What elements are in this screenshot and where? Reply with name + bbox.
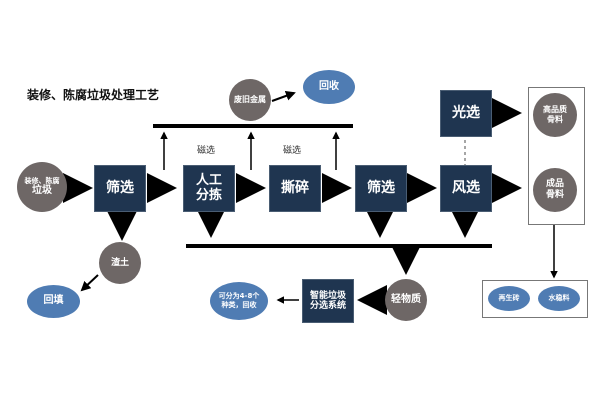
finished-aggregate-node: 成品 骨料: [533, 168, 577, 212]
optical-sort-box: 光选: [441, 91, 491, 136]
metal-collect-bar: [153, 124, 353, 128]
magnetic-label-1: 磁选: [197, 146, 216, 156]
smart-sort-box: 智能垃圾 分选系统: [303, 280, 353, 322]
flow-arrows: [63, 98, 522, 315]
finished-line2: 骨料: [545, 190, 564, 200]
manual-sort-line1: 人工: [195, 172, 222, 188]
residue-soil-node: 渣土: [99, 242, 141, 284]
high-quality-line2: 骨料: [547, 115, 563, 124]
screen2-box: 筛选: [356, 166, 406, 211]
stabilized-material-node: 水稳料: [538, 286, 580, 311]
recycled-brick-node: 再生砖: [488, 286, 530, 311]
input-line2: 垃圾: [32, 185, 52, 197]
finished-line1: 成品: [545, 179, 564, 190]
screen1-label: 筛选: [106, 180, 134, 197]
light-collect-bar: [186, 244, 492, 248]
screen2-label: 筛选: [367, 180, 395, 197]
scrap-metal-node: 废旧金属: [229, 79, 271, 121]
scrap-metal-label: 废旧金属: [234, 95, 266, 105]
residue-soil-label: 渣土: [110, 257, 129, 268]
shred-label: 撕碎: [281, 180, 309, 197]
stabilized-material-label: 水稳料: [548, 294, 570, 303]
screen1-box: 筛选: [95, 166, 145, 211]
arrow-soil-to-backfill: [80, 274, 99, 292]
recycle-node: 回收: [303, 70, 355, 104]
arrow-metal-to-recycle: [271, 91, 296, 102]
recycled-brick-label: 再生砖: [498, 294, 520, 303]
wind-sort-label: 风选: [452, 180, 480, 197]
shred-box: 撕碎: [270, 166, 320, 211]
high-quality-aggregate-node: 高品质 骨料: [533, 93, 577, 137]
backfill-node: 回填: [27, 285, 80, 318]
magnetic-label-2: 磁选: [283, 146, 302, 156]
manual-sort-box: 人工 分拣: [184, 166, 234, 211]
smart-sort-line2: 分选系统: [309, 301, 346, 311]
smart-sort-line1: 智能垃圾: [309, 290, 346, 301]
wind-sort-box: 风选: [441, 166, 491, 211]
diagram-title: 装修、陈腐垃圾处理工艺: [27, 88, 160, 102]
input-line1: 装修、陈腐: [24, 176, 60, 185]
optical-sort-label: 光选: [452, 105, 480, 122]
product-frame: [482, 280, 588, 318]
high-quality-line1: 高品质: [543, 105, 567, 115]
backfill-label: 回填: [43, 295, 64, 307]
light-material-node: 轻物质: [385, 279, 427, 321]
light-material-label: 轻物质: [391, 294, 421, 305]
sort-result-node: 可分为4-8个 种类，回收: [210, 282, 268, 320]
sort-result-line1: 可分为4-8个: [218, 292, 260, 301]
recycle-label: 回收: [319, 80, 339, 92]
aggregate-output-frame: [528, 87, 585, 225]
manual-sort-line2: 分拣: [195, 187, 222, 203]
input-waste-node: 装修、陈腐 垃圾: [17, 162, 67, 212]
sort-result-line2: 种类，回收: [221, 301, 257, 309]
